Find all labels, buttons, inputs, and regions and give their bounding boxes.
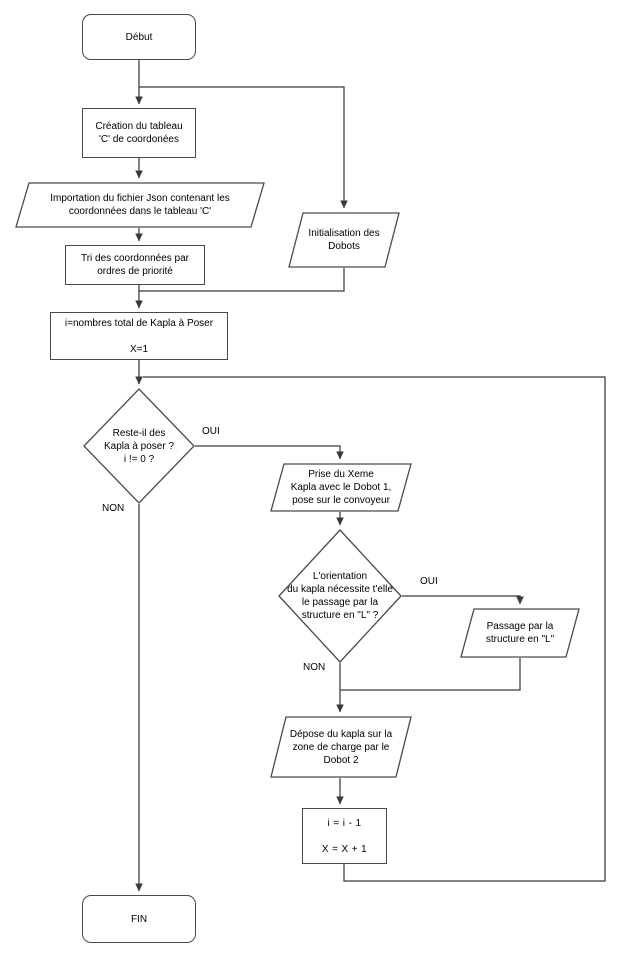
node-counters-label: i=nombres total de Kapla à Poser X=1	[64, 317, 214, 355]
io-shape	[288, 212, 400, 268]
node-update-counters-label: i = i - 1 X = X + 1	[321, 817, 368, 855]
node-decision-orientation[interactable]: L'orientation du kapla nécessite t'elle …	[278, 529, 402, 663]
edge-label-orientation-yes: OUI	[420, 576, 438, 587]
edge-decision1-yes	[195, 445, 344, 460]
node-decision-remaining[interactable]: Reste-il des Kapla à poser ? i != 0 ?	[83, 388, 195, 504]
node-sort-coords[interactable]: Tri des coordonnées par ordres de priori…	[65, 245, 205, 285]
node-init-dobots-label: Initialisation des Dobots	[308, 228, 380, 252]
node-sort-coords-label: Tri des coordonnées par ordres de priori…	[80, 253, 190, 277]
node-start-label: Début	[125, 31, 153, 43]
node-create-array-label: Création du tableau 'C' de coordonées	[95, 121, 183, 145]
node-end[interactable]: FIN	[82, 895, 196, 943]
node-start[interactable]: Début	[82, 14, 196, 60]
edge-decision2-yes	[402, 595, 524, 605]
node-end-label: FIN	[130, 913, 148, 925]
node-import-json[interactable]: Importation du fichier Json contenant le…	[15, 182, 265, 228]
node-decision-remaining-label: Reste-il des Kapla à poser ? i != 0 ?	[103, 427, 175, 465]
node-place-kapla[interactable]: Dépose du kapla sur la zone de charge pa…	[270, 716, 412, 778]
node-pick-kapla[interactable]: Prise du Xeme Kapla avec le Dobot 1, pos…	[270, 463, 412, 512]
node-pass-structure[interactable]: Passage par la structure en "L"	[460, 608, 580, 658]
node-update-counters[interactable]: i = i - 1 X = X + 1	[302, 808, 387, 864]
node-import-json-label: Importation du fichier Json contenant le…	[50, 193, 230, 217]
edge-label-orientation-no: NON	[303, 662, 326, 673]
edge-label-remaining-yes: OUI	[202, 426, 220, 437]
node-counters[interactable]: i=nombres total de Kapla à Poser X=1	[50, 312, 228, 360]
node-init-dobots[interactable]: Initialisation des Dobots	[288, 212, 400, 268]
node-pick-kapla-label: Prise du Xeme Kapla avec le Dobot 1, pos…	[290, 469, 392, 506]
edge-label-remaining-no: NON	[102, 503, 125, 514]
node-create-array[interactable]: Création du tableau 'C' de coordonées	[82, 108, 196, 158]
node-decision-orientation-label: L'orientation du kapla nécessite t'elle …	[287, 571, 393, 621]
node-pass-structure-label: Passage par la structure en "L"	[485, 621, 555, 645]
node-place-kapla-label: Dépose du kapla sur la zone de charge pa…	[289, 728, 393, 766]
